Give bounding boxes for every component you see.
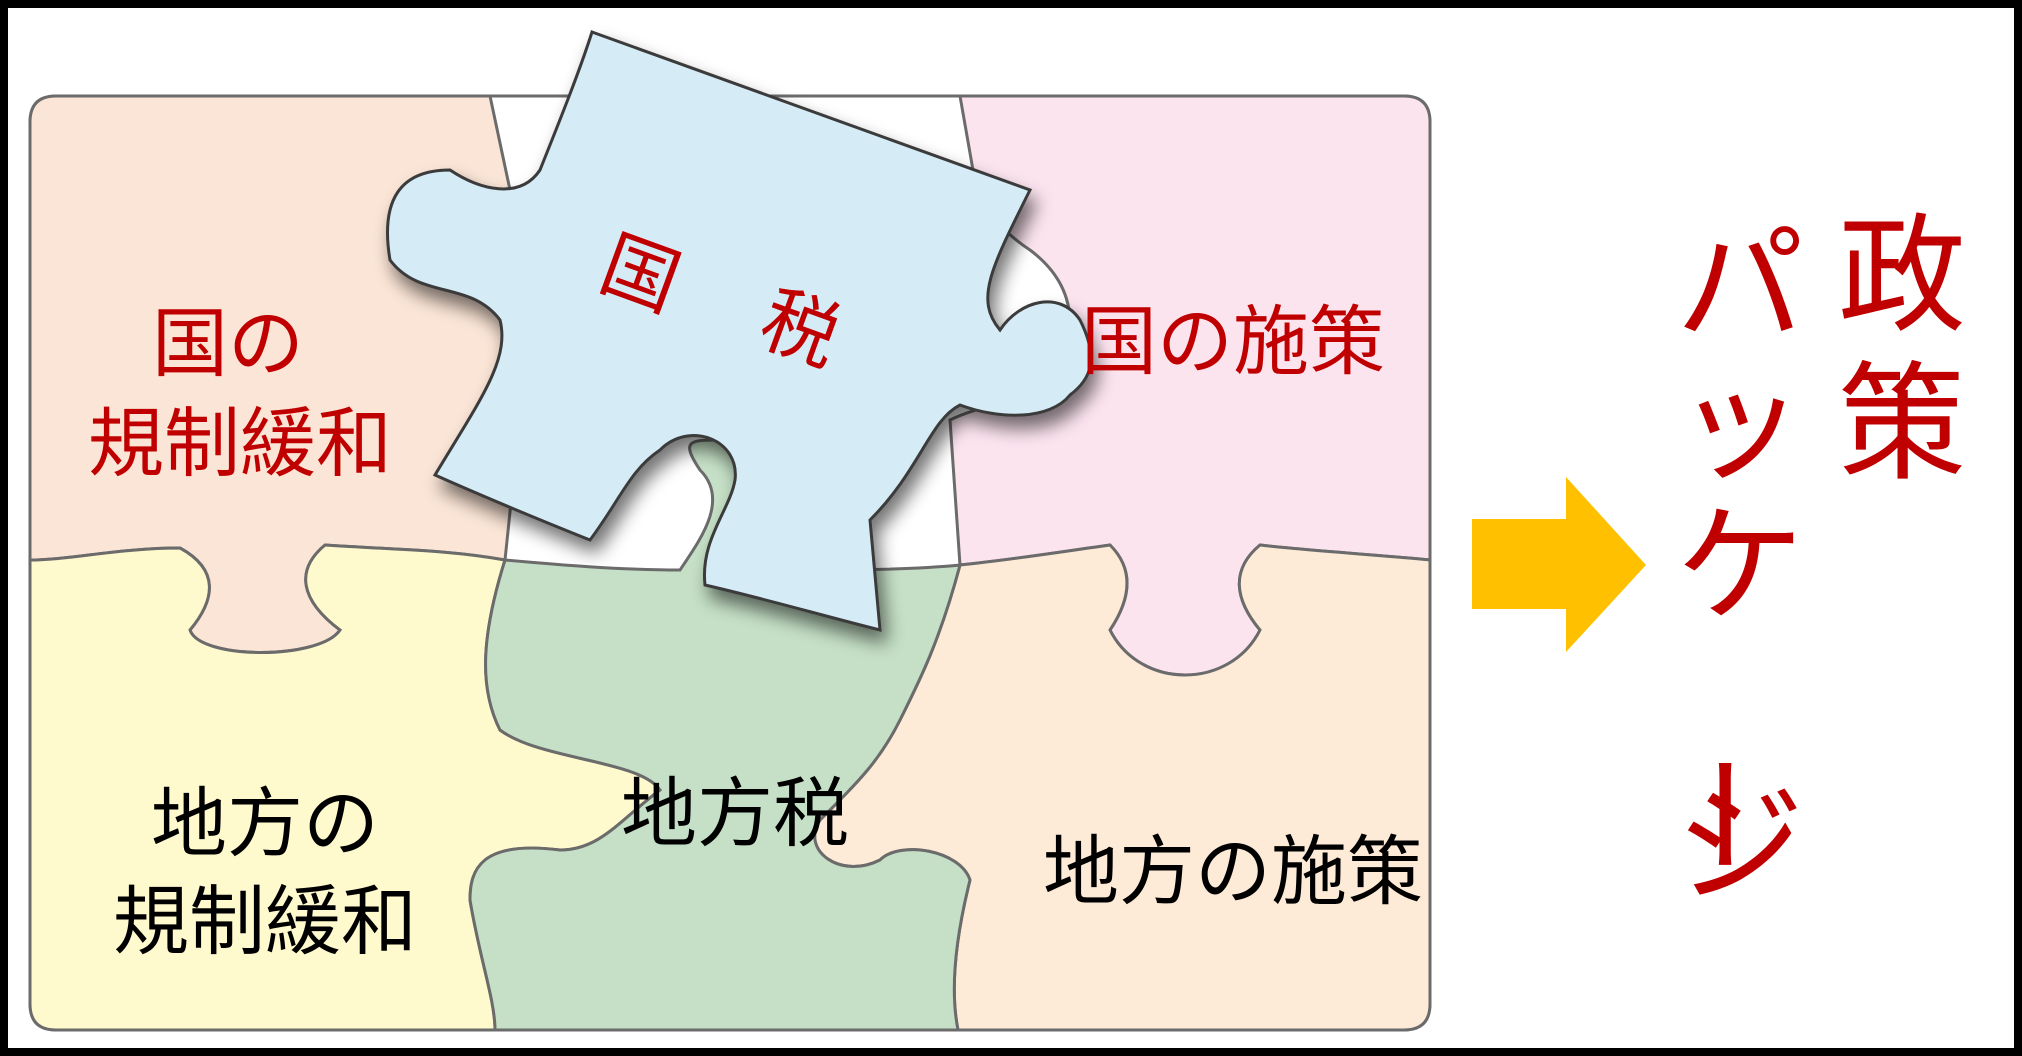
label-local-regulation-line2: 規制緩和 [113,877,417,966]
label-national-regulation-line1: 国の [152,299,304,388]
label-national-policy: 国の施策 [1081,297,1385,386]
result-package-char-4: ー [1645,750,1794,878]
arrow-right [1472,477,1646,652]
result-package-char-3: ケ [1676,492,1804,641]
label-national-regulation-line2: 規制緩和 [88,399,392,488]
result-package-char-2: ッ [1676,350,1804,499]
result-package-char-1: パ [1676,212,1804,361]
result-policy-char-2: 策 [1838,350,1966,499]
result-package-char-5: ジ [1676,772,1804,921]
label-local-tax: 地方税 [621,769,849,858]
label-local-policy: 地方の施策 [1043,827,1423,916]
result-policy-char-1: 政 [1838,202,1966,351]
label-local-regulation-line1: 地方の [151,779,379,868]
piece-national-tax [386,30,1093,632]
